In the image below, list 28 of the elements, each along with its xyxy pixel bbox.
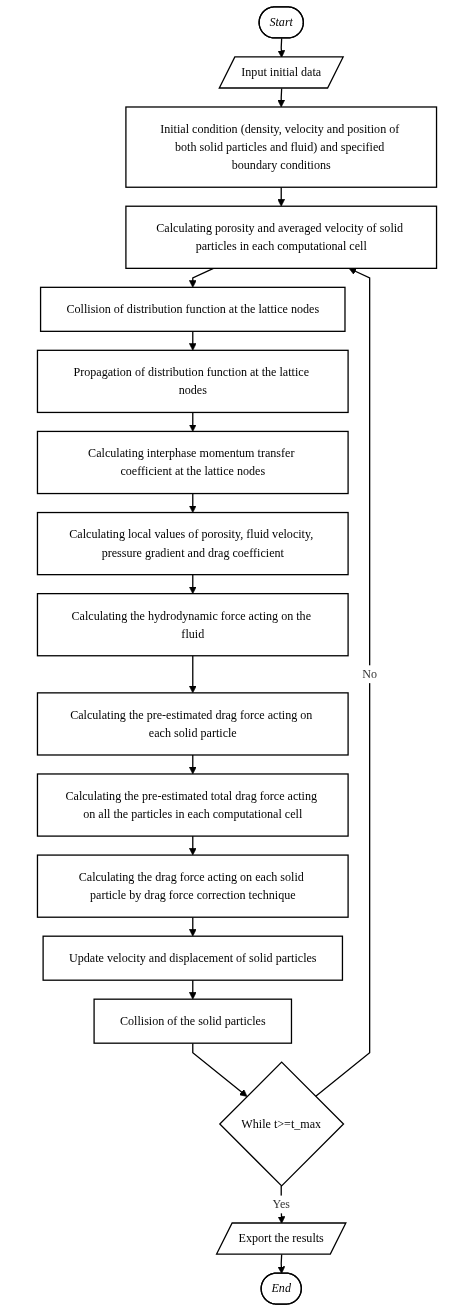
node-box: Propagation of distribution function at the lattice nodes xyxy=(36,349,349,414)
arrow xyxy=(189,979,197,1000)
node-box: Calculating the pre-estimated drag force acting on each solid particle xyxy=(36,692,349,756)
node-box: Collision of the solid particles xyxy=(93,998,293,1044)
node-diamond: While t>=t_max xyxy=(218,1061,345,1187)
arrow xyxy=(314,267,371,1098)
node-box: Calculating local values of porosity, fluid velocity, pressure gradient and drag coefficient xyxy=(36,511,349,576)
edge-label: Yes xyxy=(272,1197,291,1211)
arrow xyxy=(189,492,197,513)
arrow xyxy=(189,655,197,694)
node-box: Calculating interphase momentum transfer coefficient at the lattice nodes xyxy=(36,430,349,495)
node-box: Calculating the drag force acting on each solid particle by drag force correction technique xyxy=(36,854,349,918)
node-box: Collision of distribution function at the lattice nodes xyxy=(39,286,346,332)
arrow xyxy=(192,1042,248,1097)
arrow xyxy=(189,574,197,594)
node-box: Update velocity and displacement of solid particles xyxy=(42,935,344,981)
arrow xyxy=(189,267,215,288)
edge-label: No xyxy=(362,667,378,681)
arrow xyxy=(189,916,197,937)
arrow xyxy=(189,411,197,432)
arrow xyxy=(189,754,197,775)
arrow xyxy=(277,186,285,207)
arrow xyxy=(189,835,197,856)
arrow xyxy=(189,330,197,351)
node-box: Calculating porosity and averaged velocity of solid particles in each computational cell xyxy=(125,205,438,269)
node-box: Calculating the hydrodynamic force acting on the fluid xyxy=(36,593,349,657)
node-box: Initial condition (density, velocity and position of both solid particles and fluid) and specified boundary conditions xyxy=(125,106,438,188)
node-box: Calculating the pre-estimated total drag force acting on all the particles in each computational cell xyxy=(36,773,349,837)
